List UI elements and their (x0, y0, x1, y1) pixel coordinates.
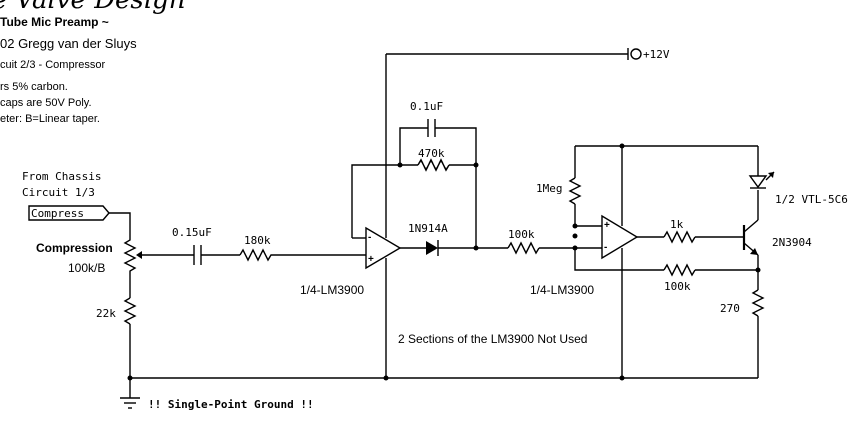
supply-label: +12V (643, 48, 670, 61)
r1meg-label: 1Meg (536, 182, 563, 195)
r22k-label: 22k (96, 307, 116, 320)
supply-terminal (627, 48, 642, 60)
diode-label: 1N914A (408, 222, 448, 235)
circuit-line: cuit 2/3 - Compressor (0, 59, 105, 71)
opamp2-minus: - (604, 242, 607, 253)
ground-symbol (120, 397, 140, 409)
unused-sections-note: 2 Sections of the LM3900 Not Used (398, 332, 587, 346)
svg-text:Compress: Compress (31, 207, 84, 220)
opamp1-label: 1/4-LM3900 (300, 283, 364, 297)
resistor-270 (751, 289, 765, 317)
wire-input (109, 212, 131, 236)
brand-title: e Valve Design (0, 0, 185, 15)
opamp-1 (365, 226, 402, 270)
transistor-2n3904 (742, 219, 759, 256)
transistor-label: 2N3904 (772, 236, 812, 249)
led-vtl-5c6 (748, 171, 775, 189)
r100k-fb-label: 100k (664, 280, 691, 293)
r470k-label: 470k (418, 147, 445, 160)
note-caps: caps are 50V Poly. (0, 97, 92, 109)
note-pot: eter: B=Linear taper. (0, 113, 100, 125)
c015-label: 0.15uF (172, 226, 212, 239)
compression-label: Compression (36, 241, 113, 255)
r180k-label: 180k (244, 234, 271, 247)
ground-label: !! Single-Point Ground !! (148, 398, 314, 411)
opamp-2 (601, 214, 639, 260)
compress-connector: Compress (28, 205, 110, 221)
resistor-100k-feedback (663, 263, 696, 277)
capacitor-0-1uf (427, 119, 436, 137)
input-source-line2: Circuit 1/3 (22, 186, 95, 199)
opamp1-plus: + (368, 254, 374, 265)
compression-potentiometer (123, 236, 142, 275)
input-source-line1: From Chassis (22, 170, 101, 183)
capacitor-0-15uf (193, 245, 202, 265)
pot-value-label: 100k/B (68, 261, 105, 275)
project-title: Tube Mic Preamp ~ (0, 15, 109, 29)
c01-label: 0.1uF (410, 100, 443, 113)
resistor-1k (663, 230, 696, 244)
author-line: 02 Gregg van der Sluys (0, 36, 137, 51)
opamp2-label: 1/4-LM3900 (530, 283, 594, 297)
r100k-in-label: 100k (508, 228, 535, 241)
r1k-label: 1k (670, 218, 684, 231)
resistor-100k-input (507, 241, 540, 255)
led-label: 1/2 VTL-5C6 (775, 193, 848, 206)
resistor-1meg (568, 177, 582, 205)
resistor-180k (239, 248, 275, 262)
opamp1-minus: - (368, 232, 371, 243)
note-resistors: rs 5% carbon. (0, 81, 68, 93)
opamp2-plus: + (604, 220, 610, 231)
r270-label: 270 (720, 302, 740, 315)
diode-1n914a (426, 240, 439, 256)
resistor-22k (123, 297, 137, 325)
